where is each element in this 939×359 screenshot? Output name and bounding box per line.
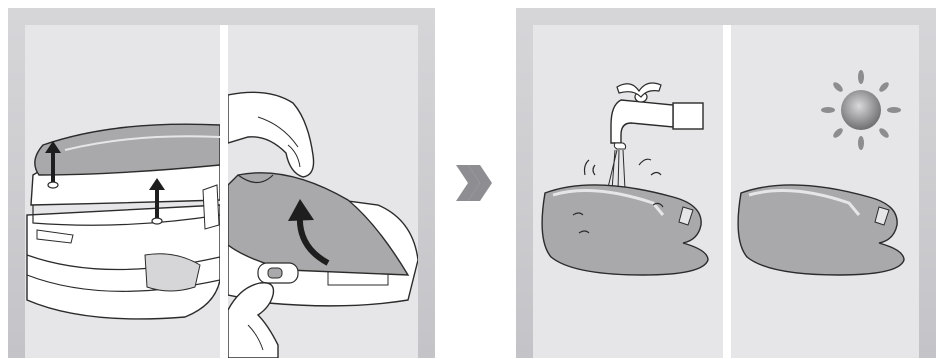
rinse-mop-under-tap-illustration xyxy=(533,25,723,358)
sun-icon xyxy=(821,70,901,150)
lift-off-mop-holder-illustration xyxy=(25,25,220,358)
step-1-panel-inner xyxy=(25,25,418,358)
peel-cloth-svg xyxy=(228,25,418,358)
step-2-panel-inner xyxy=(533,25,919,358)
sun-dry-svg xyxy=(731,25,919,358)
double-chevron-right-icon xyxy=(454,163,494,203)
step-1-panel xyxy=(8,8,435,358)
dry-mop-in-sun-illustration xyxy=(731,25,919,358)
robot-lift-holder-svg xyxy=(25,25,220,358)
remove-mop-cloth-illustration xyxy=(228,25,418,358)
rinse-mop-svg xyxy=(533,25,723,358)
step-2-panel xyxy=(516,8,936,358)
